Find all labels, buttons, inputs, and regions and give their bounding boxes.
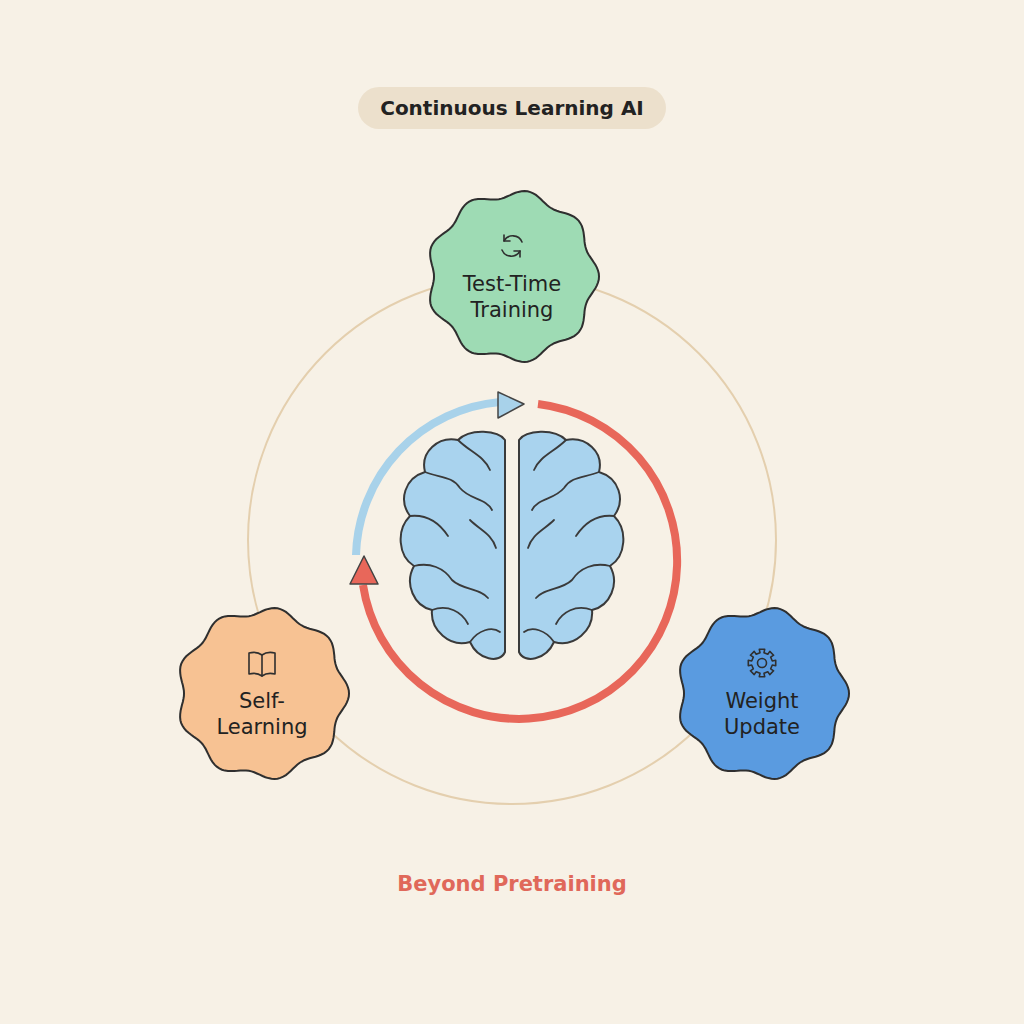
cycle-arrow [363, 404, 677, 719]
arrow-head [350, 556, 378, 584]
badge-node: Self- Learning [171, 602, 354, 785]
brain-illustration [401, 432, 624, 659]
node-label: Test-Time Training [452, 271, 572, 324]
badge-node: Test-Time Training [421, 185, 604, 368]
title-pill: Continuous Learning AI [358, 87, 666, 129]
node-label: Weight Update [702, 688, 822, 741]
icon [745, 646, 779, 680]
arrow-head [498, 392, 524, 418]
icon [245, 646, 279, 680]
badge-shape [180, 608, 349, 779]
badge-shape [680, 608, 849, 779]
badge-node: Weight Update [671, 602, 854, 785]
caption: Beyond Pretraining [397, 872, 627, 896]
badge-shape [430, 191, 599, 362]
icon [495, 229, 529, 263]
node-label: Self- Learning [202, 688, 322, 741]
